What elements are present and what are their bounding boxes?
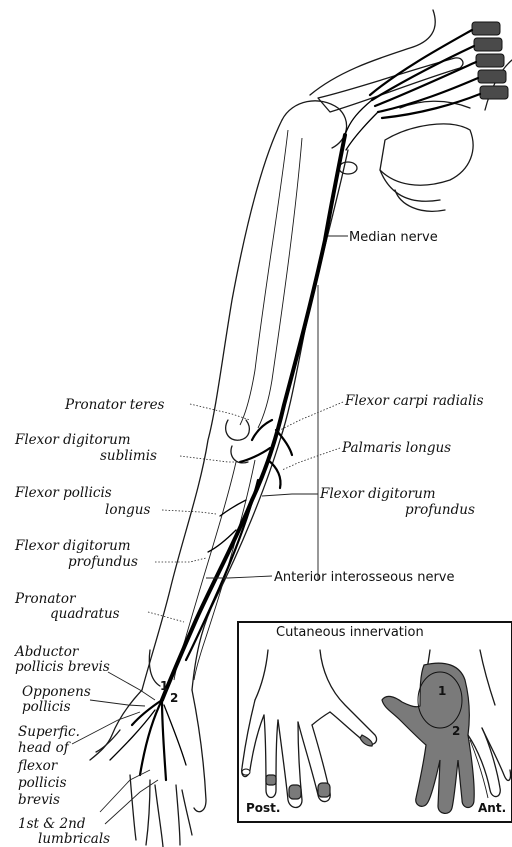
clavicle: [318, 58, 463, 112]
leader-pronator-quadratus: [148, 612, 184, 622]
post-shade-ring: [266, 775, 276, 785]
label-anterior-interosseous-nerve: Anterior interosseous nerve: [274, 570, 455, 585]
label-opponens-1: Opponens: [22, 684, 91, 700]
thumb-outer: [90, 690, 142, 760]
middle-finger-l: [155, 785, 163, 847]
cervical-spine: [472, 22, 508, 99]
label-fds-2: sublimis: [100, 448, 157, 464]
label-fpb-2: head of: [18, 740, 71, 756]
branch-fds: [240, 448, 270, 462]
index-finger-l: [130, 775, 136, 840]
inset-cutaneous-innervation: Cutaneous innervation Post.: [238, 622, 512, 822]
label-fpb-5: brevis: [18, 792, 60, 808]
leader-fdp-right: [262, 494, 318, 496]
label-fpl-2: longus: [105, 502, 150, 518]
thumb-inner: [96, 730, 120, 752]
label-palmaris-longus: Palmaris longus: [341, 440, 451, 456]
hand-outline: [90, 650, 206, 847]
leader-fdp-left: [155, 558, 206, 562]
label-lumbricals-1: 1st & 2nd: [18, 816, 86, 832]
label-fdp-right-2: profundus: [405, 502, 475, 518]
arm-marker-2: 2: [170, 691, 178, 705]
label-pronator-quadratus-2: quadratus: [50, 606, 120, 622]
index-finger-r: [146, 780, 150, 845]
rib-1: [380, 170, 440, 201]
leader-apb: [108, 672, 155, 700]
branch-pronator-teres: [252, 420, 272, 440]
middle-finger-r: [176, 785, 180, 845]
scapula: [380, 124, 473, 185]
label-fpb-1: Superfic.: [18, 724, 80, 740]
label-fdp-right-1: Flexor digitorum: [319, 486, 436, 502]
post-shade-index: [318, 783, 330, 797]
humerus-back: [258, 138, 302, 428]
hand-medial-edge: [192, 690, 206, 812]
label-flexor-carpi-radialis: Flexor carpi radialis: [344, 393, 484, 409]
digital-branch-1: [140, 700, 162, 775]
label-median-nerve: Median nerve: [349, 230, 438, 245]
wrist-bones: [149, 650, 160, 686]
post-label: Post.: [246, 801, 280, 815]
label-apb-2: pollicis brevis: [15, 659, 110, 675]
ant-label: Ant.: [478, 801, 506, 815]
inset-title: Cutaneous innervation: [276, 625, 424, 640]
humerus: [240, 130, 288, 425]
label-fpl-1: Flexor pollicis: [14, 485, 112, 501]
label-fpb-3: flexor: [17, 758, 59, 774]
branch-fcr: [276, 430, 292, 455]
ant-zone-1: 1: [438, 684, 446, 698]
lateral-epicondyle: [226, 420, 250, 440]
coracoid: [339, 162, 357, 174]
branch-palmaris: [268, 460, 281, 488]
leader-fpl: [162, 510, 216, 514]
arm-marker-1: 1: [160, 679, 168, 693]
label-fdp-left-2: profundus: [68, 554, 138, 570]
ring-finger-l: [182, 790, 192, 835]
arm-outline: [142, 120, 348, 690]
digital-branch-3: [164, 705, 186, 765]
brachial-plexus: [345, 30, 480, 150]
label-pronator-quadratus-1: Pronator: [14, 591, 77, 607]
ant-zone-2: 2: [452, 724, 460, 738]
label-pronator-teres: Pronator teres: [64, 397, 165, 413]
label-fdp-left-1: Flexor digitorum: [14, 538, 131, 554]
label-lumbricals-2: lumbricals: [38, 831, 110, 847]
label-apb-1: Abductor: [13, 644, 80, 660]
shoulder-region: [282, 10, 512, 211]
label-fds-1: Flexor digitorum: [14, 432, 131, 448]
label-fpb-4: pollicis: [18, 775, 67, 791]
humeral-head: [282, 101, 347, 148]
post-nail-little: [242, 769, 250, 775]
label-opponens-2: pollicis: [22, 699, 71, 715]
leader-opponens: [90, 700, 145, 706]
leader-fcr: [276, 402, 343, 432]
post-shade-middle: [289, 785, 301, 799]
leader-pronator-teres: [190, 404, 250, 420]
digital-branch-2: [162, 700, 166, 780]
